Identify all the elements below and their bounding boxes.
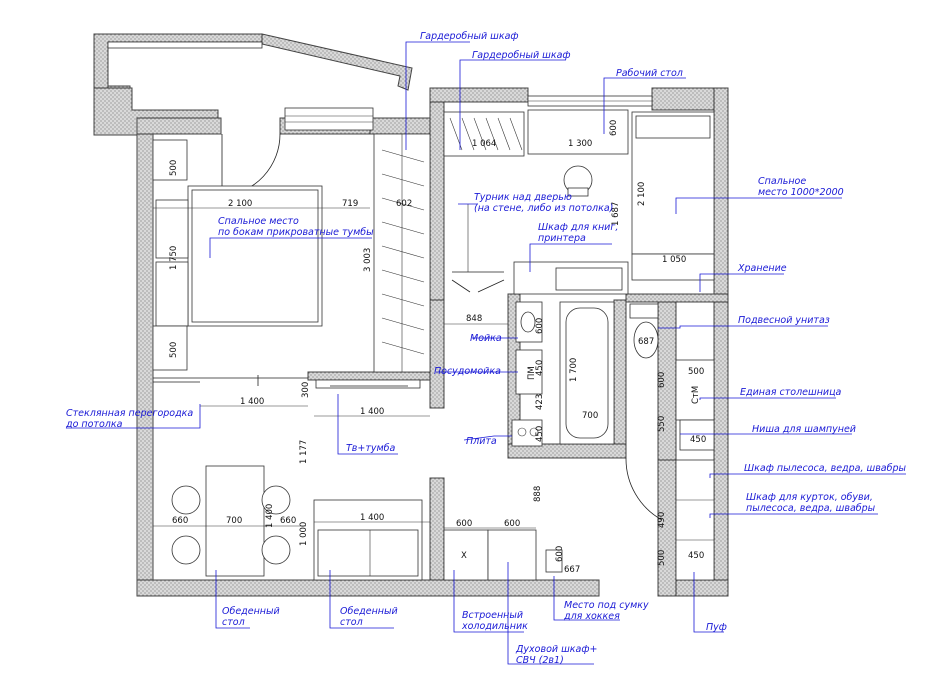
label-bed-side: Спальное место по бокам прикроватные тум… <box>218 216 374 238</box>
dim-600-f2: 600 <box>504 519 520 529</box>
label-bookcase: Шкаф для книг, принтера <box>538 222 621 244</box>
bedroom-right <box>443 109 715 295</box>
dim-2100: 2 100 <box>228 199 252 209</box>
label-vacuum-cabinet: Шкаф пылесоса, ведра, швабры <box>744 463 907 474</box>
dim-450-c: 450 <box>690 435 706 445</box>
dim-500b: 500 <box>169 342 179 358</box>
label-jacket-cabinet: Шкаф для курток, обуви, пылесоса, ведра,… <box>746 492 876 514</box>
windows <box>107 41 653 131</box>
label-toilet: Подвесной унитаз <box>738 315 830 326</box>
dim-600-c: 600 <box>657 372 667 388</box>
dim-490: 490 <box>657 512 667 528</box>
dim-423: 423 <box>535 394 545 410</box>
dim-1687: 1 687 <box>611 202 621 226</box>
dim-888: 888 <box>533 486 543 502</box>
dim-1750: 1 750 <box>169 246 179 270</box>
dim-660b: 660 <box>280 516 296 526</box>
label-glass-partition: Стеклянная перегородка до потолка <box>65 408 196 430</box>
dim-600-bag: 600 <box>555 546 565 562</box>
dim-2100v: 2 100 <box>637 182 647 206</box>
dishwasher-mark: ПМ <box>527 366 537 380</box>
label-oven: Духовой шкаф+ СВЧ (2в1) <box>515 644 600 666</box>
label-sink: Мойка <box>470 333 502 344</box>
dim-500-pouf: 500 <box>657 550 667 566</box>
dim-1177: 1 177 <box>299 440 309 464</box>
dim-1064: 1 064 <box>472 139 496 149</box>
dim-700-bath: 700 <box>582 411 598 421</box>
label-fridge: Встроенный холодильник <box>461 610 528 632</box>
label-shampoo-niche: Ниша для шампуней <box>752 424 856 435</box>
label-dining-table-1: Обеденный стол <box>222 606 283 628</box>
label-pouf: Пуф <box>706 622 727 633</box>
dim-500a: 500 <box>169 160 179 176</box>
dim-1700: 1 700 <box>569 358 579 382</box>
dim-300: 300 <box>301 382 311 398</box>
dim-602: 602 <box>396 199 412 209</box>
label-bed-1000: Спальное место 1000*2000 <box>758 176 844 198</box>
wardrobe-small-hangers <box>449 117 523 151</box>
living-kitchen <box>171 457 715 581</box>
label-stove: Плита <box>466 436 497 447</box>
label-wardrobe-1: Гардеробный шкаф <box>420 31 519 42</box>
dim-687: 687 <box>638 337 654 347</box>
dim-450-pouf: 450 <box>688 551 704 561</box>
label-storage: Хранение <box>737 263 787 274</box>
bedroom-left <box>152 133 431 389</box>
label-dining-table-2: Обеденный стол <box>340 606 401 628</box>
dim-848: 848 <box>466 314 482 324</box>
dim-1400-glass: 1 400 <box>240 397 264 407</box>
dim-600-f1: 600 <box>456 519 472 529</box>
dim-1400-tv: 1 400 <box>360 407 384 417</box>
labels: Гардеробный шкаф Гардеробный шкаф Рабочи… <box>65 31 907 666</box>
dim-1400-sofa: 1 400 <box>360 513 384 523</box>
label-desk: Рабочий стол <box>616 68 683 79</box>
wardrobe-hangers <box>381 134 425 372</box>
dim-1400-tbl: 1 400 <box>265 504 275 528</box>
label-bag-place: Место под сумку для хоккея <box>563 600 652 622</box>
appliance-marks: ПМ СтМ X <box>461 366 701 561</box>
label-tv-stand: Тв+тумба <box>346 443 396 454</box>
dim-667: 667 <box>564 565 580 575</box>
dim-600-sink: 600 <box>535 318 545 334</box>
label-pullup: Турник над дверью (на стене, либо из пот… <box>474 192 613 214</box>
dim-660a: 660 <box>172 516 188 526</box>
dim-600-desk: 600 <box>609 120 619 136</box>
dim-1000: 1 000 <box>299 522 309 546</box>
dim-700-table: 700 <box>226 516 242 526</box>
dim-450-stove: 450 <box>535 426 545 442</box>
label-countertop: Единая столешница <box>740 387 842 398</box>
dim-1050: 1 050 <box>662 255 686 265</box>
dim-450-dish: 450 <box>535 360 545 376</box>
dim-500-c: 500 <box>688 367 704 377</box>
dim-719: 719 <box>342 199 358 209</box>
label-dishwasher: Посудомойка <box>434 366 501 377</box>
dim-1300: 1 300 <box>568 139 592 149</box>
label-wardrobe-2: Гардеробный шкаф <box>472 50 571 61</box>
dimensions: 2 100 719 602 1 064 1 300 600 2 100 1 05… <box>153 120 706 575</box>
leader-lines <box>66 41 906 665</box>
dim-550: 550 <box>657 416 667 432</box>
washer-mark: СтМ <box>691 386 701 404</box>
fridge-mark: X <box>461 551 467 561</box>
dim-3003: 3 003 <box>363 248 373 272</box>
bathroom <box>511 301 715 451</box>
